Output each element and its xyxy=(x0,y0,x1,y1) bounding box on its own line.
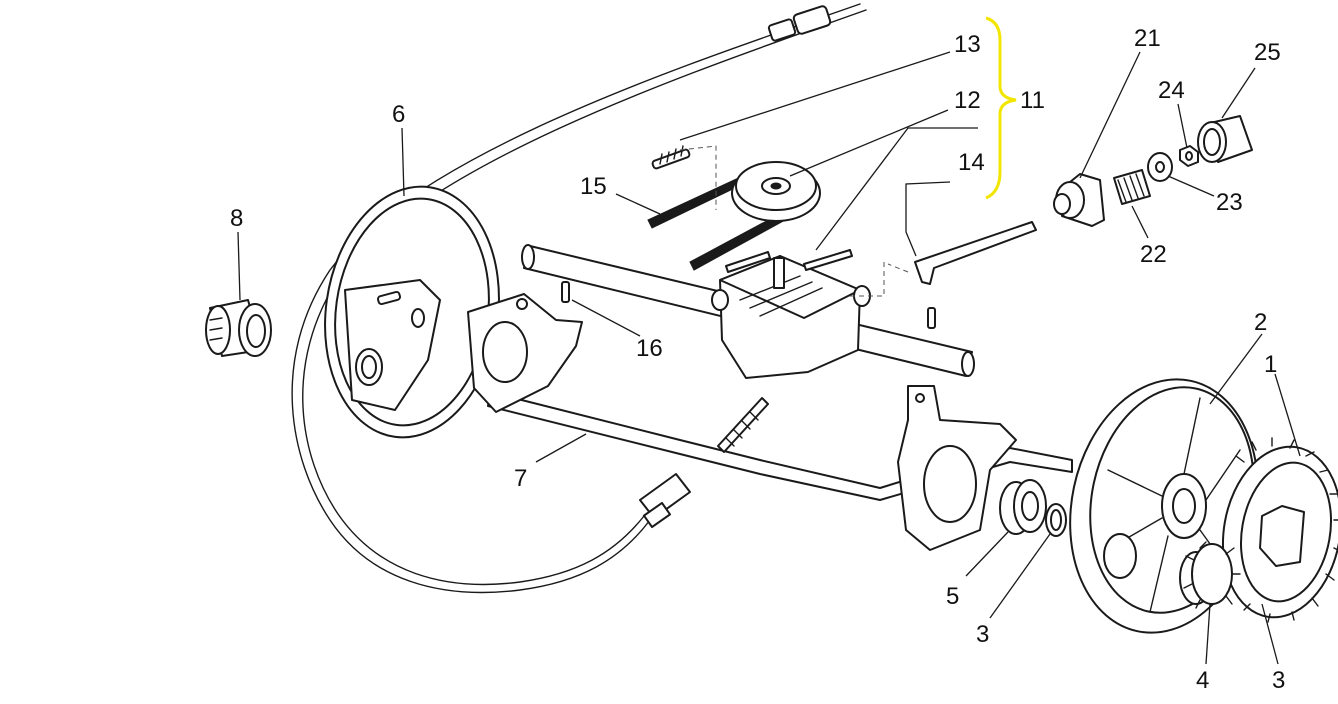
part-14-rod xyxy=(914,221,1037,285)
part-23-washer xyxy=(1147,152,1173,182)
part-8-bushing xyxy=(205,299,272,357)
label-15: 15 xyxy=(580,173,607,200)
label-16: 16 xyxy=(636,335,663,362)
return-spring xyxy=(717,397,769,453)
label-22: 22 xyxy=(1140,241,1167,268)
label-8: 8 xyxy=(230,205,243,232)
label-5: 5 xyxy=(946,583,959,610)
part-11-bracket xyxy=(985,16,1017,200)
label-12: 12 xyxy=(954,87,981,114)
label-14: 14 xyxy=(958,149,985,176)
label-6: 6 xyxy=(392,101,405,128)
part-6-wheel-cover xyxy=(324,185,500,439)
part-3-circlip-a xyxy=(1045,503,1067,537)
part-4-pinion xyxy=(1179,541,1241,609)
label-3-right: 3 xyxy=(1272,667,1285,694)
drive-cable xyxy=(291,3,867,594)
part-11-transmission xyxy=(521,244,975,379)
label-13: 13 xyxy=(954,31,981,58)
label-25: 25 xyxy=(1254,39,1281,66)
label-24: 24 xyxy=(1158,77,1185,104)
part-12-pulley xyxy=(731,161,821,222)
label-1: 1 xyxy=(1264,351,1277,378)
part-7-axle-rod xyxy=(467,293,1073,551)
part-13-pin xyxy=(651,145,691,170)
part-22-spring xyxy=(1113,169,1151,205)
part-5-bearing xyxy=(999,479,1047,535)
label-23: 23 xyxy=(1216,189,1243,216)
label-7: 7 xyxy=(514,465,527,492)
label-2: 2 xyxy=(1254,309,1267,336)
part-24-nut xyxy=(1179,145,1199,167)
part-25-dust-cap xyxy=(1197,115,1253,163)
part-21-cap xyxy=(1053,173,1105,227)
label-4: 4 xyxy=(1196,667,1209,694)
label-11: 11 xyxy=(1020,87,1045,114)
leader-lines xyxy=(237,51,1301,665)
label-21: 21 xyxy=(1134,25,1161,52)
part-1-ring-gear xyxy=(1221,437,1338,623)
part-16-pins xyxy=(561,281,936,329)
label-3-left: 3 xyxy=(976,621,989,648)
